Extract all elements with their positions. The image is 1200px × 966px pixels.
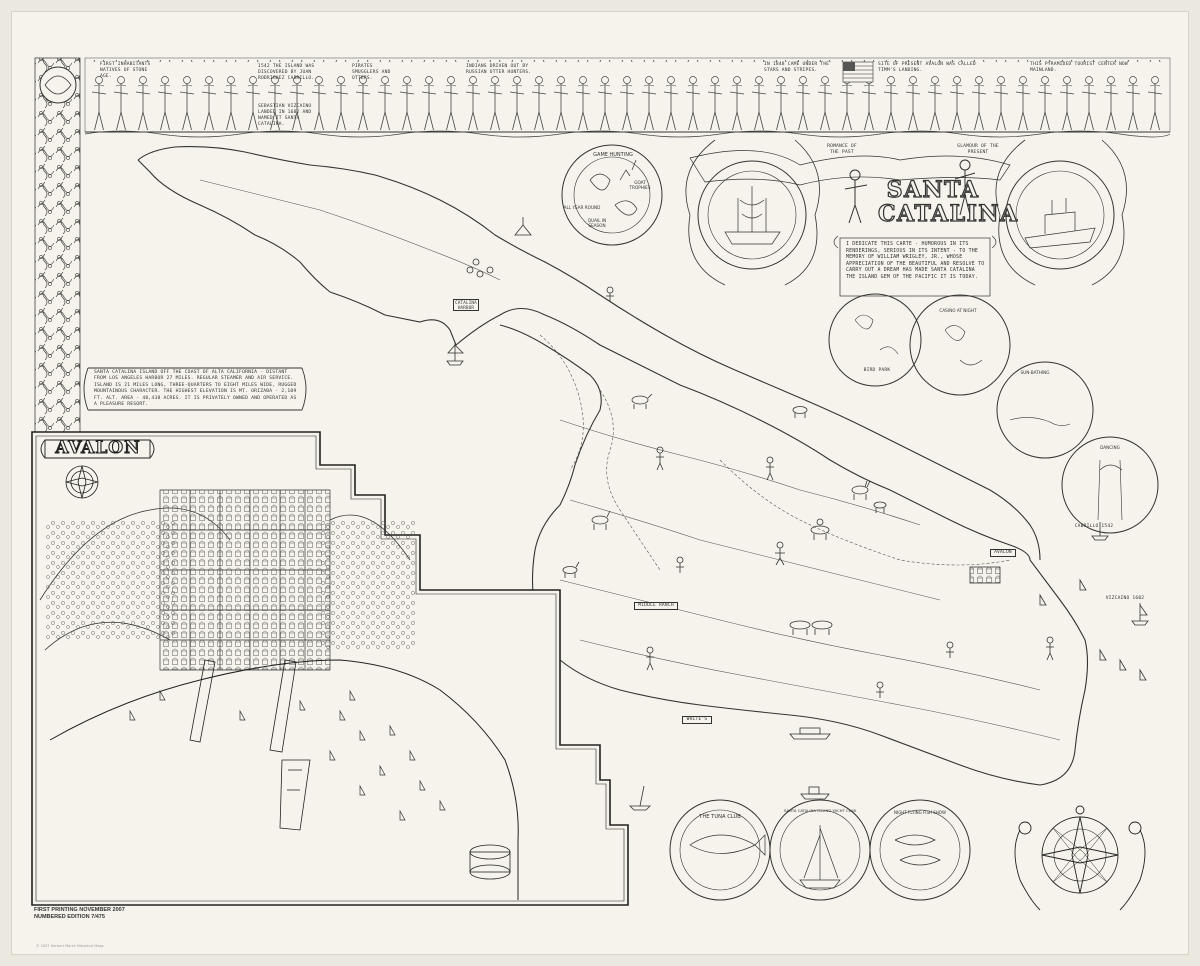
ridges-roads bbox=[199, 179, 1061, 741]
compass-rose bbox=[1014, 805, 1146, 911]
history-caption-6: In 1848 came under the Stars and Stripes… bbox=[764, 62, 830, 73]
ships bbox=[446, 343, 1149, 811]
medallion-label-sunbathing: SUN-BATHING bbox=[1020, 370, 1050, 375]
island-info-text: Santa Catalina Island off the coast of A… bbox=[94, 370, 297, 408]
history-frieze bbox=[84, 57, 1171, 138]
avalon-inset bbox=[31, 431, 629, 906]
island-coastline bbox=[137, 146, 1089, 786]
glamour-label: Glamour of the Present bbox=[957, 144, 999, 155]
history-caption-1: First inhabitants natives of Stone Age. bbox=[100, 62, 151, 79]
avalon-inset-title: AVALON bbox=[55, 437, 141, 458]
medallion-label-casino: CASINO AT NIGHT bbox=[939, 308, 977, 313]
medallion-label-game-hunting: GAME HUNTING bbox=[593, 152, 633, 158]
footer-line1: FIRST PRINTING NOVEMBER 2007 bbox=[34, 907, 125, 913]
map-title-line2: CATALINA bbox=[877, 201, 1019, 227]
medallion-label-quail: QUAIL IN SEASON bbox=[587, 218, 607, 228]
medallions-right bbox=[828, 293, 1159, 534]
medallion-label-yacht-club: SANTA CATALINA ISLAND YACHT CLUB bbox=[783, 808, 857, 813]
info-scroll bbox=[83, 367, 307, 411]
label-middle-ranch: MIDDLE RANCH bbox=[634, 602, 678, 610]
bottom-credit: © 2007 Herbert Marsh Historical Maps bbox=[36, 944, 104, 948]
label-whites: WHITE'S bbox=[682, 716, 712, 724]
footer-printing: FIRST PRINTING NOVEMBER 2007 NUMBERED ED… bbox=[34, 907, 234, 921]
island-vignettes bbox=[466, 217, 1054, 698]
history-caption-3: Sebastian Vizcaino landed in 1602 and na… bbox=[258, 104, 312, 127]
map-title: SANTA CATALINA bbox=[877, 177, 1019, 227]
medallion-label-flying-fish: NIGHT FLYING FISH SHOW bbox=[894, 810, 946, 815]
dedication-text: I dedicate this carte - humorous in its … bbox=[846, 241, 985, 280]
label-catalina-harbor: CATALINA HARBOR bbox=[453, 299, 479, 311]
title-cartouche bbox=[685, 139, 1127, 297]
history-caption-8: This pyramided tourist center now mainla… bbox=[1030, 62, 1128, 73]
medallion-label-dancing: DANCING bbox=[1100, 445, 1120, 450]
medallion-label-all-year: ALL YEAR ROUND bbox=[563, 205, 601, 210]
bottom-medallions bbox=[669, 799, 971, 901]
history-caption-5: Indians driven out by Russian otter hunt… bbox=[466, 64, 532, 75]
romance-label: Romance of the Past bbox=[827, 144, 857, 155]
history-caption-4: Pirates smugglers and otters. bbox=[352, 64, 391, 81]
history-caption-2: 1542 the island was discovered by Juan R… bbox=[258, 64, 315, 81]
map-title-line1: SANTA bbox=[886, 177, 980, 203]
medallion-game-hunting bbox=[561, 144, 663, 246]
history-caption-7: Site of present Avalon was called Timm's… bbox=[878, 62, 976, 73]
label-cabrillo: CABRILLO 1542 bbox=[1074, 524, 1114, 529]
footer-line2: NUMBERED EDITION 7/475 bbox=[34, 914, 105, 920]
left-ornamental-border bbox=[34, 57, 81, 444]
medallion-label-tuna-club: THE TUNA CLUB bbox=[699, 814, 741, 820]
label-bird-park: BIRD PARK bbox=[863, 368, 891, 373]
medallion-label-goat: GOAT TROPHIES bbox=[629, 180, 651, 190]
label-avalon-main: AVALON bbox=[990, 549, 1016, 557]
label-vizcaino: VIZCAINO 1602 bbox=[1105, 596, 1145, 601]
